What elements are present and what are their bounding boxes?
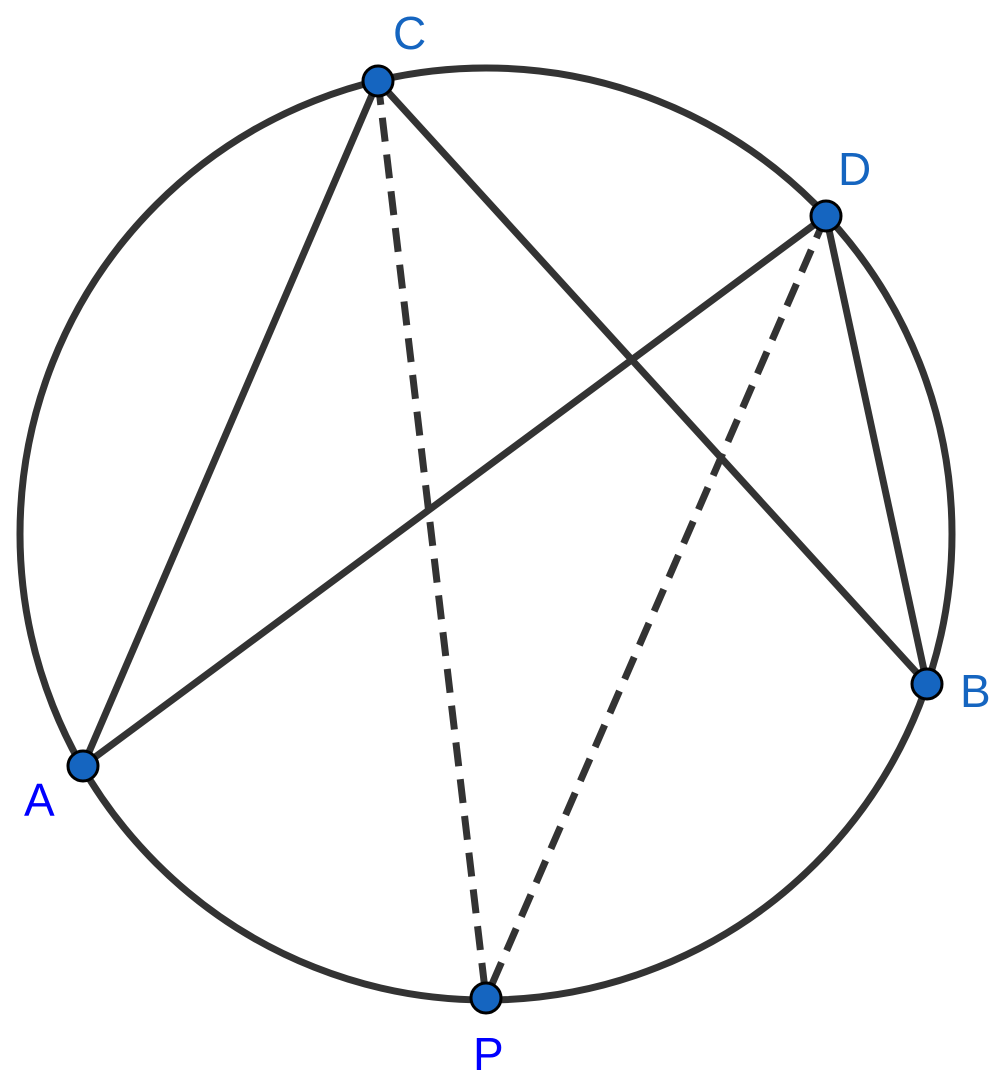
point-b xyxy=(910,667,944,701)
label-d: D xyxy=(838,143,871,195)
dashed-segment-cp xyxy=(374,80,490,999)
segment-cb xyxy=(375,78,930,687)
label-c: C xyxy=(393,7,426,59)
point-p xyxy=(469,981,503,1015)
label-a: A xyxy=(24,774,55,826)
dashed-segment-dp xyxy=(482,214,830,1000)
label-b: B xyxy=(960,665,991,717)
point-d xyxy=(809,199,843,233)
point-a xyxy=(66,749,100,783)
label-p: P xyxy=(473,1028,504,1080)
segment-ac xyxy=(79,79,382,768)
segment-ad xyxy=(80,213,829,769)
point-c xyxy=(361,64,395,98)
segment-db xyxy=(822,215,931,685)
